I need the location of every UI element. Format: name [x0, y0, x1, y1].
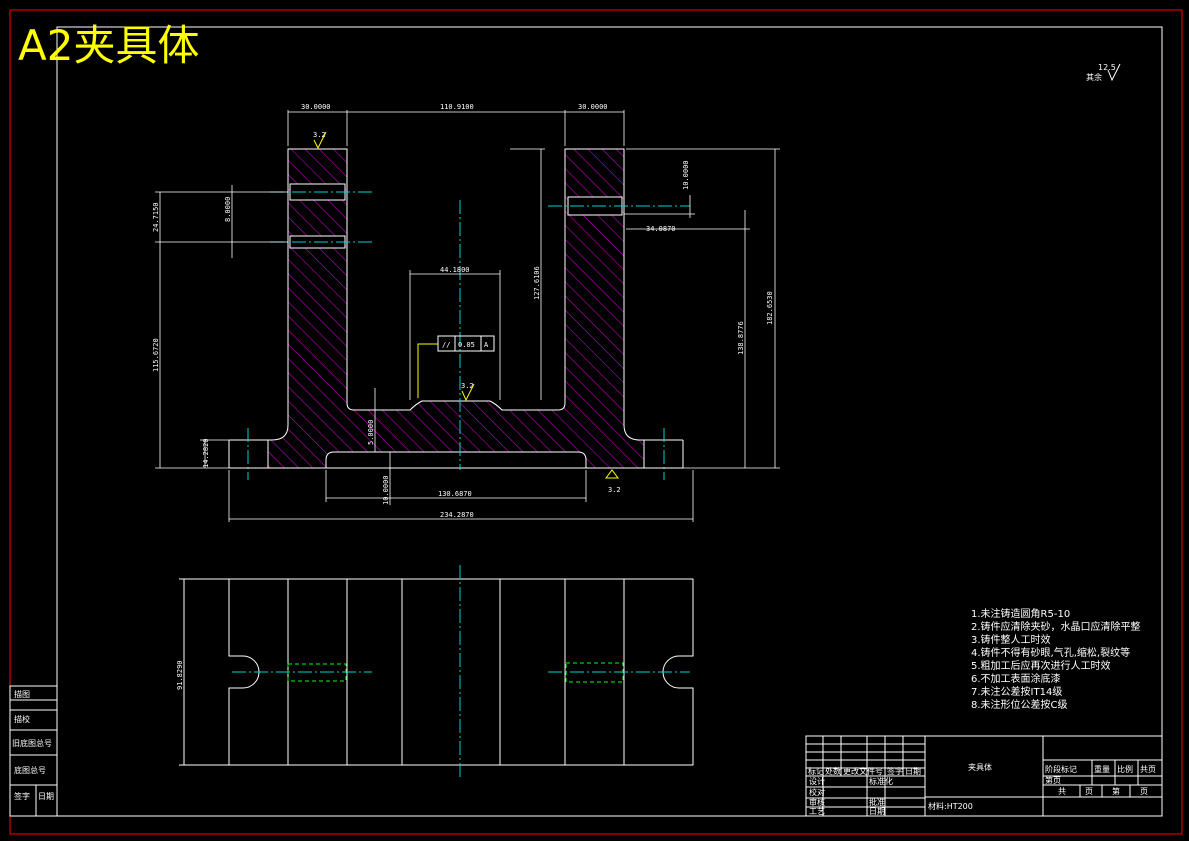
- title-block-process: 工艺: [809, 807, 825, 816]
- side-label-number: 底图总号: [14, 765, 46, 775]
- gdt-datum: A: [484, 341, 489, 349]
- dim-115: 115.6720: [152, 338, 160, 372]
- dim-10-top: 10.0000: [682, 160, 690, 190]
- roughness-other-label: 其余: [1086, 72, 1102, 82]
- side-label-date: 日期: [38, 792, 54, 801]
- dim-34: 34.0870: [646, 225, 676, 233]
- drawing-title: A2夹具体: [18, 21, 199, 70]
- outer-border: [9, 9, 1183, 835]
- dim-44: 44.1800: [440, 266, 470, 274]
- title-block-header-doc: 更改文件号: [843, 766, 883, 776]
- svg-text:3.2: 3.2: [608, 486, 621, 494]
- surface-mark-center: 3.2: [461, 382, 475, 402]
- note-7: 7.未注公差按IT14级: [971, 685, 1062, 698]
- title-block-date-right: 日期: [869, 807, 885, 816]
- dim-182: 182.6530: [766, 291, 774, 325]
- stage-page: 第页: [1045, 775, 1061, 785]
- title-block-header-sign: 签字: [887, 766, 903, 776]
- gdt-value: 0.05: [458, 341, 475, 349]
- bottom-page: 页: [1140, 787, 1148, 796]
- dim-10-bottom: 10.0000: [382, 475, 390, 505]
- roughness-other-symbol: 其余 12.5: [1086, 63, 1121, 82]
- dim-234: 234.2870: [440, 511, 474, 519]
- surface-mark-bottom: 3.2: [605, 469, 621, 494]
- title-block-standard: 标准化: [869, 776, 893, 786]
- section-hatch: [267, 148, 645, 469]
- side-label-old-number: 旧底图总号: [12, 738, 52, 748]
- dim-110: 110.9100: [440, 103, 474, 111]
- material: 材料:HT200: [928, 801, 973, 811]
- gdt-frame: // 0.05 A: [417, 335, 495, 398]
- title-block-review: 审核: [809, 797, 825, 807]
- note-1: 1.未注铸造圆角R5-10: [971, 607, 1070, 620]
- inner-border: [56, 26, 1163, 817]
- bottom-pages: 页: [1085, 787, 1093, 796]
- title-block-header-count: 处数: [825, 766, 841, 776]
- title-block-check: 校对: [809, 787, 825, 797]
- top-view: 91.8290: [176, 565, 694, 780]
- dim-130: 130.6870: [438, 490, 472, 498]
- dim-30-right: 30.0000: [578, 103, 608, 111]
- dim-127: 127.6106: [533, 266, 541, 300]
- stage-mark: 阶段标记: [1045, 764, 1077, 774]
- bottom-number: 第: [1112, 786, 1120, 796]
- svg-text:3.2: 3.2: [313, 131, 326, 139]
- note-4: 4.铸件不得有砂眼,气孔,缩松,裂纹等: [971, 646, 1130, 659]
- note-8: 8.未注形位公差按C级: [971, 698, 1068, 711]
- side-label-sign: 签字: [14, 791, 30, 801]
- side-label-miaojiao: 描校: [14, 714, 30, 724]
- note-2: 2.铸件应清除夹砂，水晶口应清除平整: [971, 620, 1141, 633]
- roughness-other-value: 12.5: [1098, 63, 1116, 72]
- side-label-strip: [9, 685, 58, 817]
- title-block-approve: 批准: [869, 797, 885, 807]
- gdt-symbol: //: [442, 341, 450, 349]
- stage-total-pages: 共页: [1140, 765, 1156, 774]
- part-name: 夹具体: [968, 762, 992, 772]
- front-view: 30.0000 110.9100 30.0000 44.1800 34.0870…: [152, 103, 780, 522]
- note-6: 6.不加工表面涂底漆: [971, 672, 1061, 685]
- note-5: 5.粗加工后应再次进行人工时效: [971, 659, 1111, 672]
- stage-weight: 重量: [1094, 764, 1110, 774]
- surface-mark-top: 3.2: [313, 131, 327, 150]
- title-block: [805, 735, 1163, 817]
- title-block-design: 设计: [809, 776, 825, 786]
- dim-91: 91.8290: [176, 660, 184, 690]
- dim-8: 8.0000: [224, 197, 232, 222]
- title-block-header-date: 日期: [905, 767, 921, 776]
- dim-24-left: 24.7150: [152, 202, 160, 232]
- note-3: 3.铸件整人工时效: [971, 633, 1051, 646]
- dim-14: 14.2820: [202, 438, 210, 468]
- stage-scale: 比例: [1117, 764, 1133, 774]
- bottom-total: 共: [1058, 787, 1066, 796]
- dim-138: 138.8776: [737, 321, 745, 355]
- dim-5-center: 5.0000: [367, 420, 375, 445]
- title-block-header-mark: 标记: [808, 766, 824, 776]
- technical-notes: 1.未注铸造圆角R5-10 2.铸件应清除夹砂，水晶口应清除平整 3.铸件整人工…: [971, 607, 1141, 711]
- svg-text:3.2: 3.2: [461, 382, 474, 390]
- dim-30-left: 30.0000: [301, 103, 331, 111]
- side-label-miaotu: 描图: [14, 689, 30, 699]
